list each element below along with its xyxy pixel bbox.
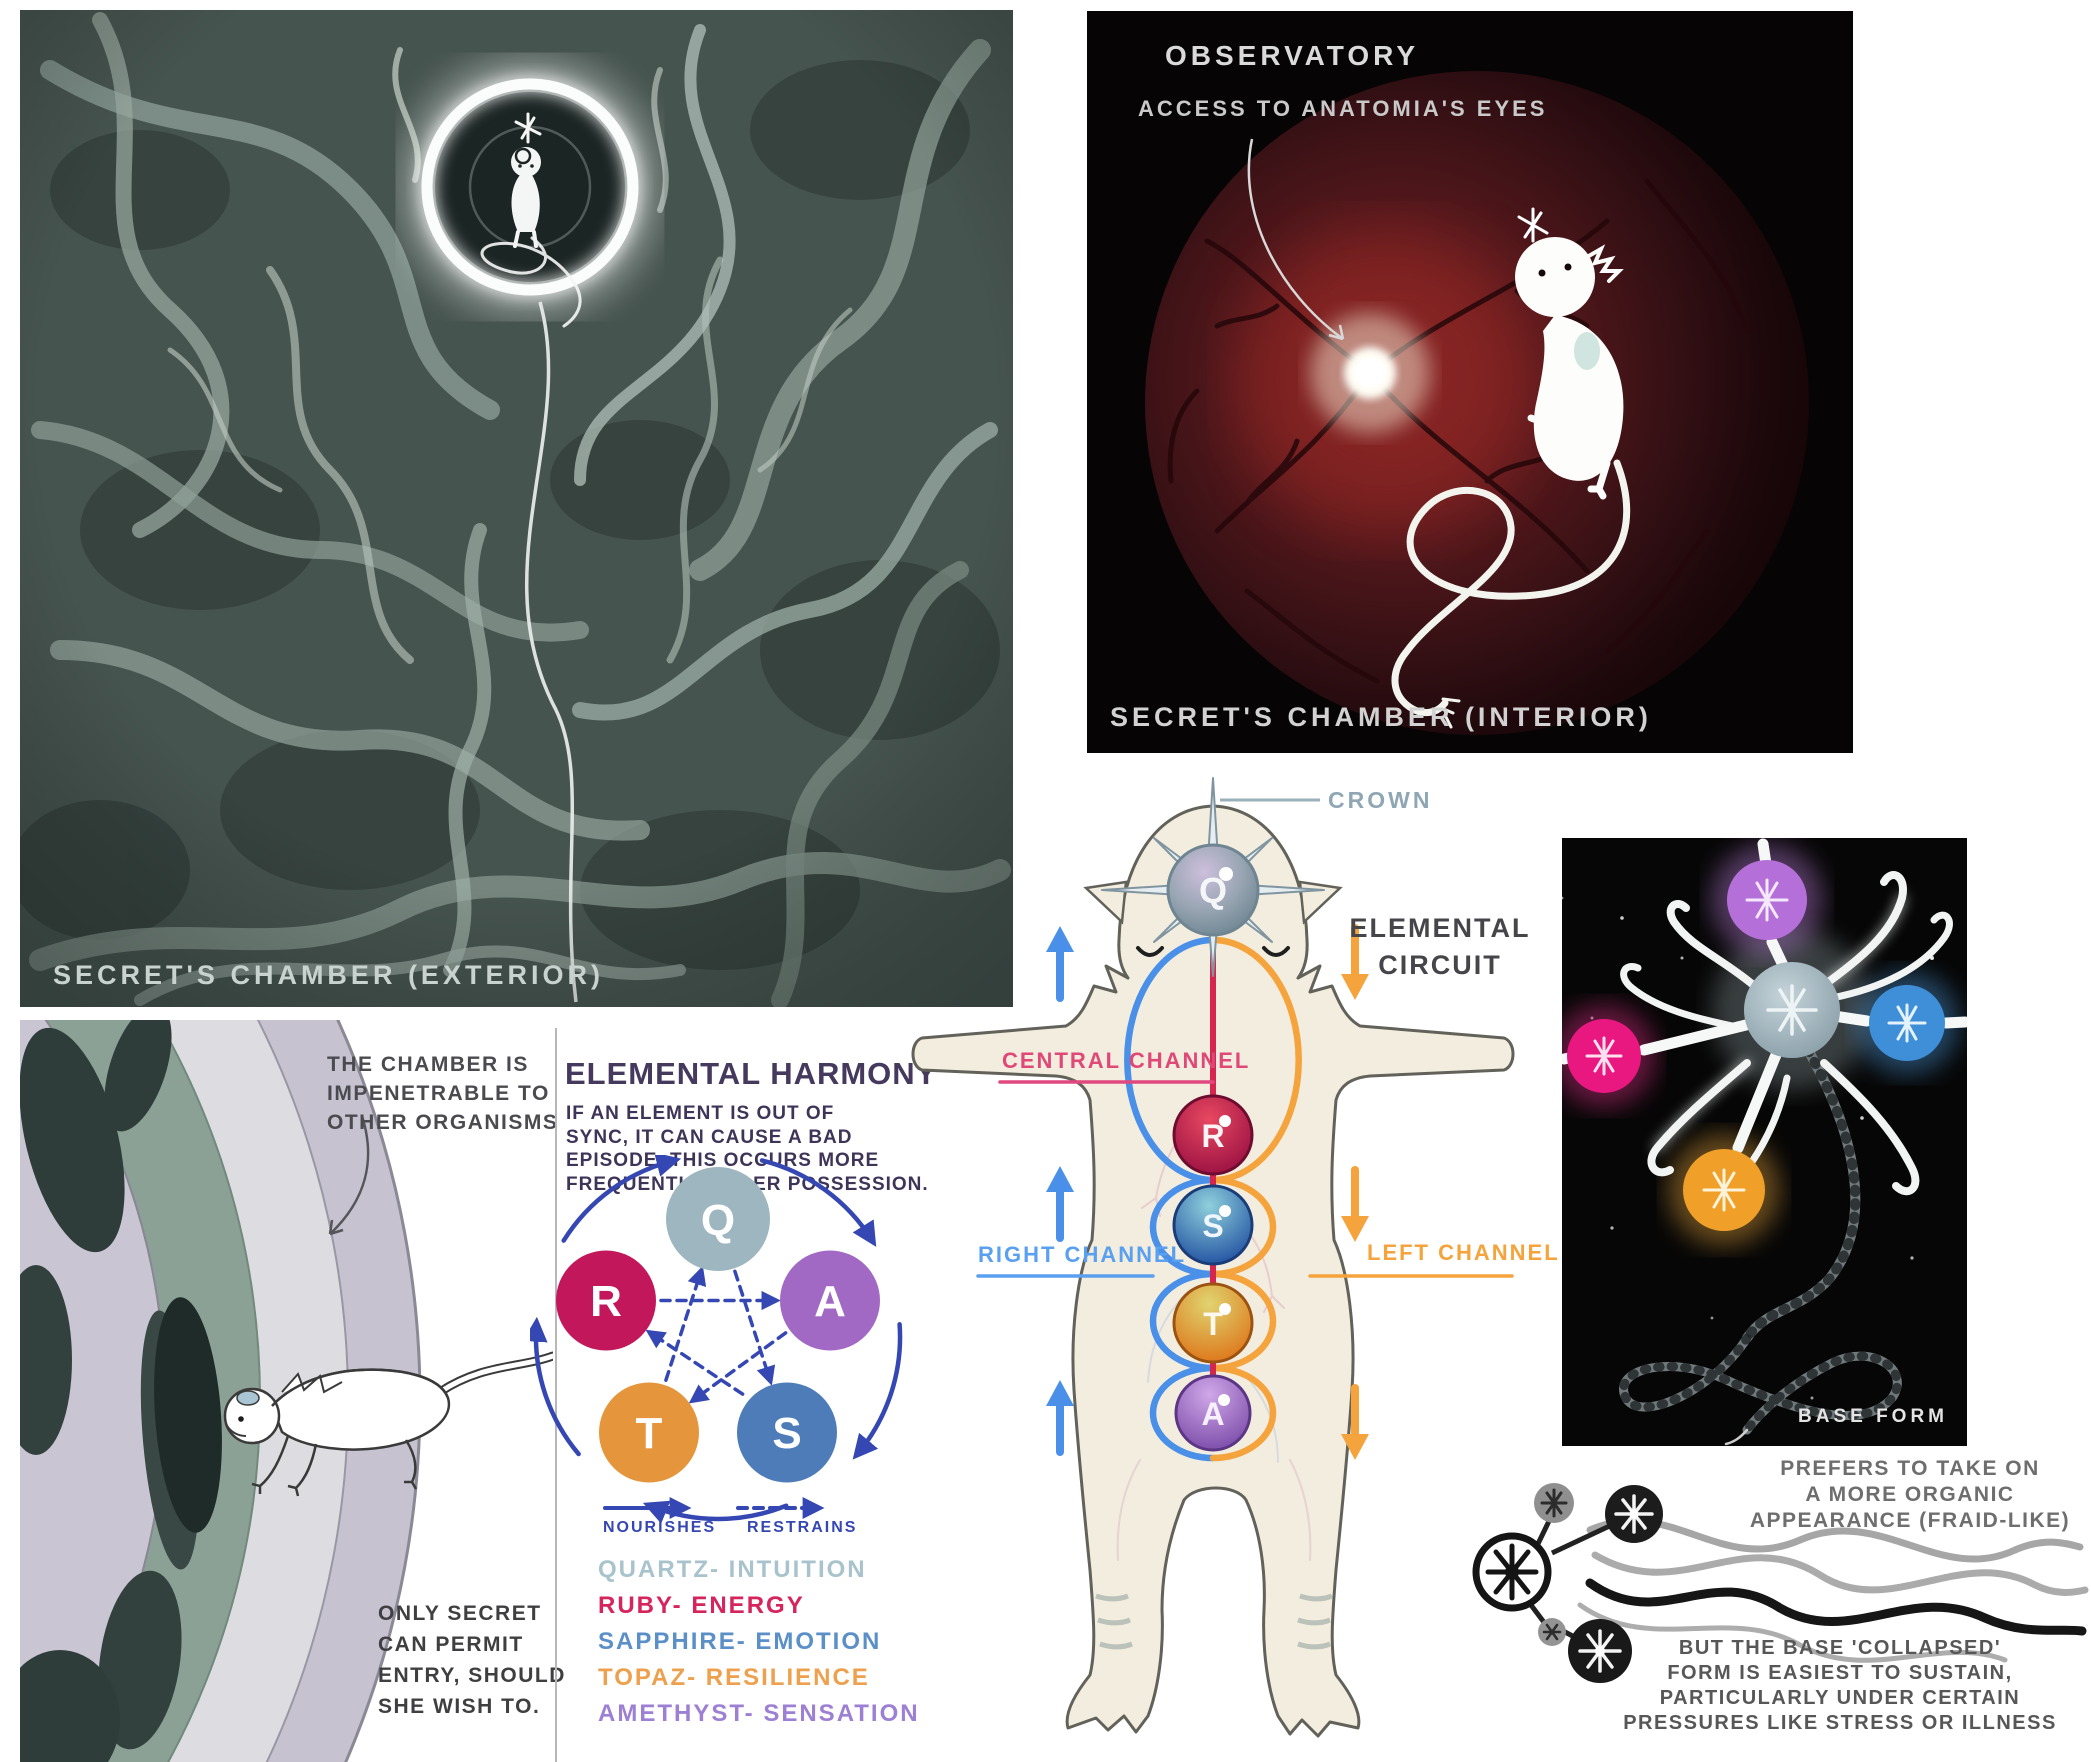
right-channel-line — [1124, 936, 1217, 1462]
interior-caption: SECRET'S CHAMBER (INTERIOR) — [1110, 702, 1652, 732]
body-orbs: Q R S T A — [1166, 843, 1260, 1452]
circuit-title: ELEMENTAL CIRCUIT — [1349, 913, 1531, 980]
topaz-node — [599, 1382, 699, 1483]
element-legend: QUARTZ- INTUITION RUBY- ENERGY SAPPHIRE-… — [598, 1552, 920, 1732]
note-arrow — [329, 1115, 370, 1235]
collapsed-note: BUT THE BASE 'COLLAPSED' FORM IS EASIEST… — [1623, 1637, 2057, 1734]
collapsed-nodes — [1472, 1483, 1663, 1683]
star-glyph — [1517, 207, 1549, 243]
legend-sapphire: SAPPHIRE- EMOTION — [598, 1628, 882, 1655]
segmented-tail — [1619, 1045, 1902, 1446]
restrain-star — [645, 1265, 788, 1404]
interior-subheading: ACCESS TO ANATOMIA'S EYES — [1138, 96, 1548, 121]
right-channel-label: RIGHT CHANNEL — [978, 1242, 1187, 1267]
base-form-art — [1562, 838, 1967, 1446]
amethyst-orb — [1174, 1374, 1252, 1452]
interior-panel-art — [1087, 11, 1853, 753]
crown-label: CROWN — [1328, 787, 1433, 813]
ruby-letter: R — [590, 1277, 622, 1326]
section-divider — [555, 1028, 557, 1762]
legend-topaz: TOPAZ- RESILIENCE — [598, 1664, 870, 1691]
exterior-caption: SECRET'S CHAMBER (EXTERIOR) — [53, 960, 604, 990]
quartz-node — [666, 1167, 770, 1271]
node-orbs — [1567, 860, 1945, 1231]
closed-eyes — [1136, 946, 1290, 957]
ear-tufts — [1083, 880, 1343, 925]
collapsed-form-sketch — [1472, 1483, 2089, 1683]
topaz-orb — [1172, 1282, 1254, 1364]
legend-amethyst: AMETHYST- SENSATION — [598, 1700, 920, 1727]
quartz-orb — [1166, 843, 1260, 937]
ruby-orb — [1172, 1094, 1254, 1176]
impenetrable-note: THE CHAMBER IS IMPENETRABLE TO OTHER ORG… — [327, 1053, 559, 1134]
nourish-arrows — [530, 1155, 903, 1524]
amethyst-node — [780, 1250, 880, 1351]
harmony-cycle-diagram: Q A S T R — [530, 1155, 903, 1524]
amethyst-orb-letter: A — [1201, 1396, 1224, 1432]
element-nodes: Q A S T R — [556, 1167, 880, 1483]
sapphire-letter: S — [772, 1409, 801, 1458]
exterior-panel-art — [20, 10, 1013, 1007]
ruby-node — [556, 1250, 656, 1351]
sapphire-orb — [1172, 1184, 1254, 1266]
annotation-arrow — [1247, 138, 1344, 341]
ruby-orb-letter: R — [1201, 1118, 1224, 1154]
flow-arrows — [1046, 924, 1369, 1460]
amethyst-letter: A — [814, 1277, 846, 1326]
base-form-caption: BASE FORM — [1798, 1406, 1948, 1427]
sapphire-node — [737, 1382, 837, 1483]
left-channel-label: LEFT CHANNEL — [1367, 1240, 1560, 1265]
circuit-creature-art: Q R S T A — [911, 777, 1515, 1738]
harmony-title: ELEMENTAL HARMONY — [565, 1056, 938, 1091]
nourishes-label: NOURISHES — [603, 1519, 717, 1536]
secret-creature-interior — [1391, 207, 1631, 729]
central-channel-label: CENTRAL CHANNEL — [1002, 1048, 1251, 1073]
leg-stripes — [1095, 1593, 1333, 1650]
secret-creature-entering — [223, 1351, 553, 1497]
chamber-wall-art — [20, 1020, 553, 1762]
quartz-orb-letter: Q — [1199, 870, 1227, 911]
topaz-orb-letter: T — [1203, 1306, 1223, 1342]
umbilical-cord — [1391, 459, 1631, 717]
organic-note: PREFERS TO TAKE ON A MORE ORGANIC APPEAR… — [1749, 1457, 2071, 1532]
inner-tissue-blobs — [20, 1020, 222, 1762]
restrains-label: RESTRAINS — [747, 1519, 858, 1536]
quartz-letter: Q — [701, 1196, 735, 1245]
legend-ruby: RUBY- ENERGY — [598, 1592, 805, 1619]
strands — [1577, 1517, 2089, 1663]
legend-quartz: QUARTZ- INTUITION — [598, 1556, 867, 1583]
permit-note: ONLY SECRET CAN PERMIT ENTRY, SHOULD SHE… — [378, 1602, 566, 1718]
topaz-letter: T — [636, 1409, 663, 1458]
sapphire-orb-letter: S — [1202, 1208, 1223, 1244]
interior-heading: OBSERVATORY — [1165, 40, 1420, 71]
left-channel-line — [1209, 936, 1302, 1462]
